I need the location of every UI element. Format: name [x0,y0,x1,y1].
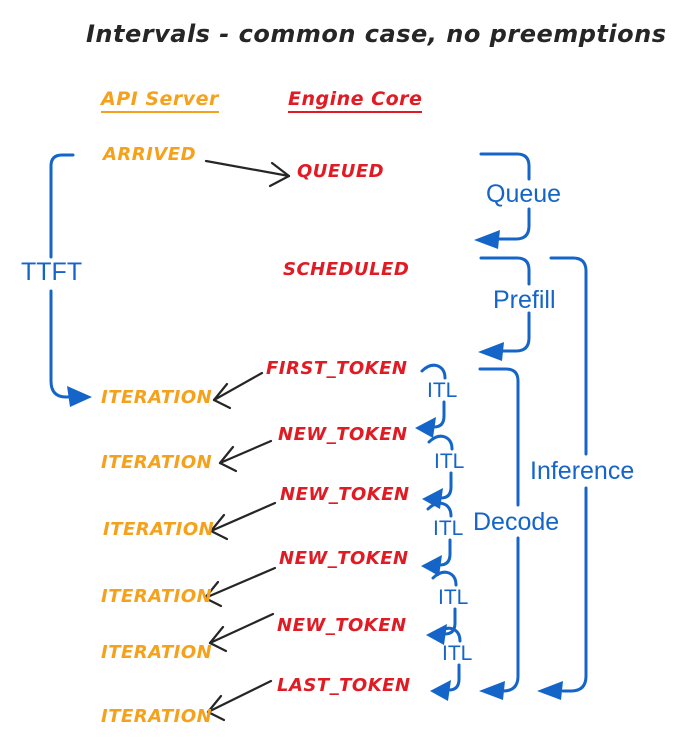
interval-label-itl-4: ITL [438,586,469,609]
arrow-new-token1-to-iteration [218,439,273,473]
inference-bracket-bottom [561,486,588,693]
interval-label-inference: Inference [530,457,635,485]
interval-label-prefill: Prefill [493,286,556,314]
interval-label-itl-2: ITL [434,450,465,473]
arrow-new-token4-to-iteration [208,612,275,653]
event-first-token: FIRST_TOKEN [266,358,408,379]
arrow-arrived-to-queued [204,159,291,188]
event-iteration-3: ITERATION [103,519,215,540]
event-iteration-2: ITERATION [101,452,213,473]
event-last-token: LAST_TOKEN [277,675,411,696]
queue-bracket-top [479,152,531,181]
ttft-arrowhead-icon [67,386,92,407]
event-arrived: ARRIVED [103,144,197,165]
arrow-last-token-to-iteration [206,679,273,722]
interval-label-decode: Decode [473,508,560,536]
interval-label-queue: Queue [486,180,562,208]
prefill-bracket-top [479,256,531,286]
prefill-arrowhead-icon [478,342,504,361]
ttft-bracket-bottom [49,289,72,399]
event-queued: QUEUED [297,161,385,182]
decode-arrowhead-icon [479,681,505,700]
decode-bracket-bottom [501,536,520,693]
event-iteration-5: ITERATION [101,642,213,663]
interval-label-itl-3: ITL [433,517,464,540]
queue-arrowhead-icon [474,230,500,249]
queue-bracket-bottom [497,207,531,241]
column-header-api-server: API Server [101,88,219,113]
event-new-token-3: NEW_TOKEN [279,548,409,569]
diagram-title: Intervals - common case, no preemptions [86,20,667,48]
event-iteration-6: ITERATION [101,706,213,727]
interval-label-itl-1: ITL [427,379,458,402]
event-scheduled: SCHEDULED [283,259,410,280]
interval-label-ttft: TTFT [21,258,83,286]
arrow-first-token-to-iteration [212,371,264,410]
inference-arrowhead-icon [537,681,563,700]
event-new-token-4: NEW_TOKEN [277,615,407,636]
column-header-engine-core: Engine Core [288,88,423,113]
event-iteration-4: ITERATION [101,586,213,607]
event-new-token-2: NEW_TOKEN [280,484,410,505]
arrow-new-token2-to-iteration [209,501,277,541]
inference-bracket-top [549,256,588,456]
decode-bracket-top [478,367,520,507]
event-new-token-1: NEW_TOKEN [278,424,408,445]
event-iteration-1: ITERATION [101,387,213,408]
arrow-new-token3-to-iteration [203,566,277,608]
ttft-bracket-top [49,153,75,259]
interval-label-itl-5: ITL [442,642,473,665]
prefill-bracket-bottom [501,311,531,353]
